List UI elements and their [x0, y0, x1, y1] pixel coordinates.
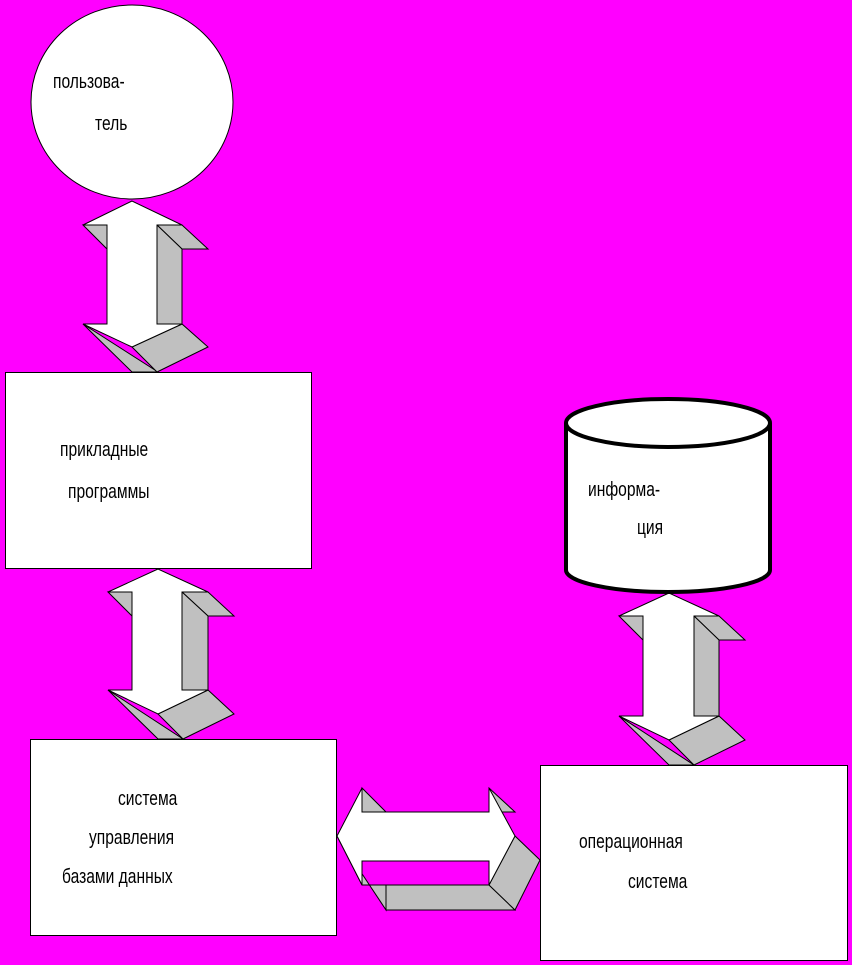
- user-node: [30, 4, 234, 200]
- dbms-label-line2: управления: [89, 827, 175, 849]
- info-label-line2: ция: [637, 517, 664, 539]
- os-box: [540, 765, 848, 961]
- os-label-line2: система: [628, 871, 688, 893]
- dbms-label-line1: система: [118, 788, 178, 810]
- apps-box: [5, 372, 312, 569]
- os-label-line1: операционная: [579, 831, 683, 853]
- user-label-line1: пользова-: [53, 71, 125, 93]
- apps-label-line2: программы: [68, 481, 150, 503]
- arrow-info-os: [617, 592, 747, 766]
- arrow-user-apps: [81, 200, 210, 373]
- arrow-apps-dbms: [106, 568, 236, 740]
- arrow-dbms-os: [336, 786, 541, 912]
- user-label-line2: тель: [95, 113, 128, 135]
- info-cylinder: [564, 397, 772, 594]
- dbms-box: [30, 739, 337, 936]
- info-label-line1: информа-: [588, 479, 661, 501]
- dbms-label-line3: базами данных: [62, 866, 173, 888]
- apps-label-line1: прикладные: [60, 439, 149, 461]
